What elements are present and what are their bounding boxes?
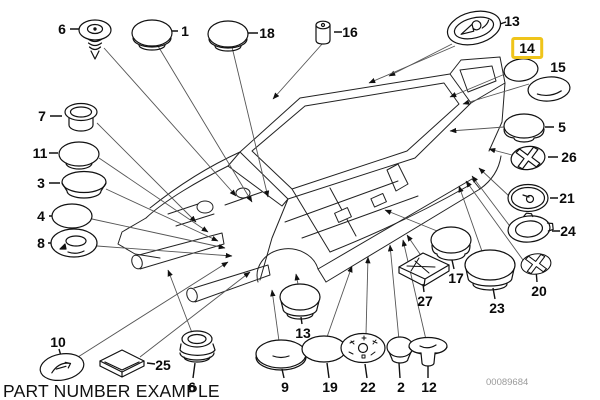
callout-19[interactable]: 19 — [322, 379, 338, 395]
part-shape-flanged-cap-3 — [61, 170, 107, 199]
callout-14-highlighted[interactable]: 14 — [511, 37, 543, 59]
callout-10[interactable]: 10 — [50, 334, 66, 350]
callout-8[interactable]: 8 — [37, 235, 45, 251]
part-shape-cylinder-cap-16 — [315, 20, 331, 45]
part-shape-foam-pad-25 — [99, 349, 145, 378]
part-shape-sealing-cap-11 — [58, 141, 100, 170]
callout-22[interactable]: 22 — [360, 379, 376, 395]
callout-26[interactable]: 26 — [561, 149, 577, 165]
part-shape-disc-plug-21 — [507, 183, 549, 213]
part-shape-blind-plug-4 — [51, 203, 93, 229]
part-shape-dome-plug-17 — [430, 226, 472, 261]
part-shape-grommet-8 — [50, 228, 98, 258]
part-shape-small-plug-2 — [386, 336, 414, 364]
callout-13-top[interactable]: 13 — [504, 13, 520, 29]
part-shape-cover-cap-15 — [527, 76, 571, 102]
callout-17[interactable]: 17 — [448, 270, 464, 286]
leader-lines — [77, 42, 530, 358]
callout-6-top[interactable]: 6 — [58, 21, 66, 37]
callout-9[interactable]: 9 — [281, 379, 289, 395]
caption-part-number-example: PART NUMBER EXAMPLE — [3, 381, 220, 400]
watermark-number: 00089684 — [486, 377, 529, 388]
part-shape-stepped-dome-plug-13b — [279, 283, 321, 320]
part-shape-dome-plug-23 — [464, 249, 516, 291]
callout-24[interactable]: 24 — [560, 223, 576, 239]
part-shape-twist-plug-10 — [39, 353, 85, 381]
part-shape-collar-grommet-6b — [179, 330, 216, 363]
callout-16[interactable]: 16 — [342, 24, 358, 40]
callout-21[interactable]: 21 — [559, 190, 575, 206]
callout-25[interactable]: 25 — [155, 357, 171, 373]
part-shape-collar-grommet-7 — [64, 102, 98, 132]
part-shape-marked-disc-22 — [340, 332, 386, 364]
label-connectors — [48, 21, 560, 379]
part-shape-flat-plug-9 — [255, 339, 307, 371]
callout-11[interactable]: 11 — [32, 145, 48, 161]
part-shape-cross-plug-26 — [510, 145, 546, 171]
part-shape-dome-cap-18 — [207, 20, 249, 52]
callout-20[interactable]: 20 — [531, 283, 547, 299]
callout-18[interactable]: 18 — [259, 25, 275, 41]
part-shape-oval-grommet-13 — [446, 10, 502, 46]
callout-13-bottom[interactable]: 13 — [295, 325, 311, 341]
callout-7[interactable]: 7 — [38, 108, 46, 124]
part-shape-flange-plug-12 — [408, 336, 448, 367]
callout-27[interactable]: 27 — [417, 293, 433, 309]
part-shape-dome-grommet-5 — [503, 113, 545, 143]
part-shape-dome-cap-1 — [131, 19, 173, 51]
callout-12[interactable]: 12 — [421, 379, 437, 395]
callout-5[interactable]: 5 — [558, 119, 566, 135]
callout-6-bottom[interactable]: 6 — [188, 379, 196, 395]
part-shape-oval-blind-plug-14 — [503, 58, 539, 82]
callout-1[interactable]: 1 — [181, 23, 189, 39]
part-shape-sealing-ring-24 — [507, 212, 554, 243]
callout-3[interactable]: 3 — [37, 175, 45, 191]
part-shape-drain-insert-27 — [398, 252, 450, 287]
callout-2[interactable]: 2 — [397, 379, 405, 395]
callout-4[interactable]: 4 — [37, 208, 45, 224]
part-shape-expanding-rivet-plug-6 — [78, 19, 112, 60]
car-body-diagram — [117, 56, 506, 303]
callout-23[interactable]: 23 — [489, 300, 505, 316]
part-shapes — [39, 10, 571, 381]
part-shape-cross-plug-20 — [520, 253, 552, 275]
callout-15[interactable]: 15 — [550, 59, 566, 75]
